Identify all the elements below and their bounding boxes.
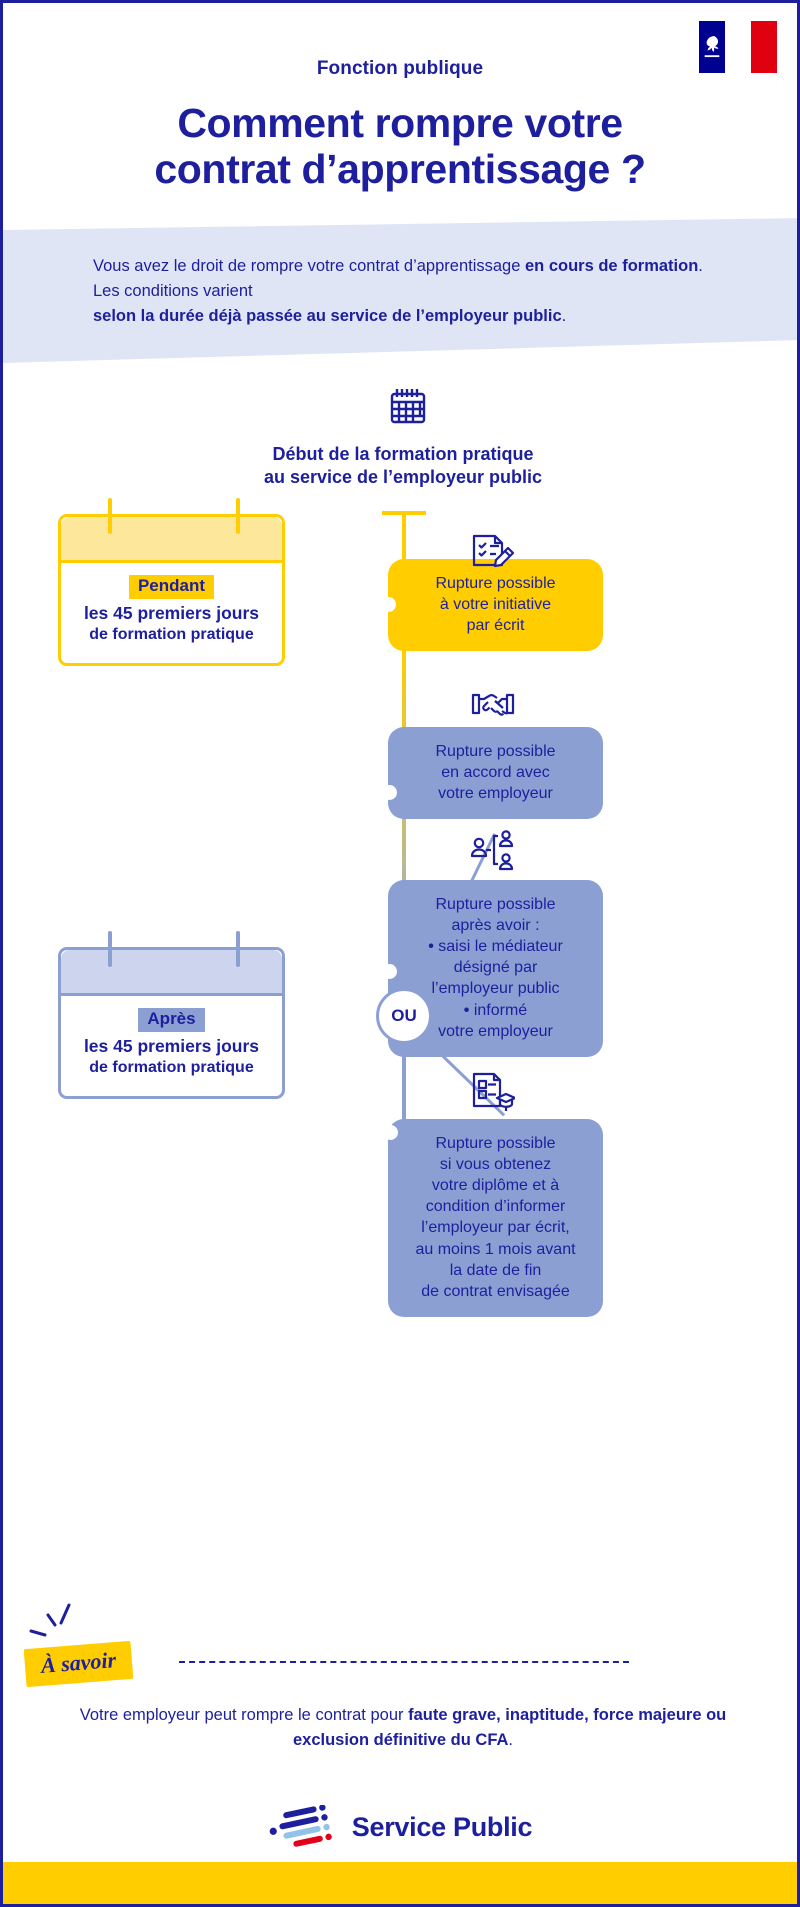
- calendar-icon: [386, 386, 430, 435]
- outcome-line: condition d’informer: [425, 1198, 566, 1216]
- page-title: Comment rompre votre contrat d’apprentis…: [3, 100, 797, 193]
- period-card-header: [61, 517, 282, 563]
- outcome-line: à votre initiative: [439, 596, 552, 614]
- period-card-header: [61, 950, 282, 996]
- period-card-body: Pendant les 45 premiers jours de formati…: [61, 563, 282, 663]
- timeline-start-line1: Début de la formation pratique: [272, 444, 534, 464]
- bullet-line: désigné par: [453, 959, 538, 977]
- outcome-intro2: après avoir :: [451, 917, 540, 935]
- sparkle-icon: [21, 1601, 91, 1661]
- period-card-pendant: Pendant les 45 premiers jours de formati…: [58, 498, 285, 666]
- outcome-bubble-diplome: Rupture possible si vous obtenez votre d…: [383, 1119, 603, 1317]
- service-public-logo-text: Service Public: [351, 1811, 533, 1842]
- outcome-intro1: Rupture possible: [435, 896, 556, 913]
- note-part1: Votre employeur peut rompre le contrat p…: [79, 1706, 409, 1724]
- outcome-line: Rupture possible: [435, 743, 556, 760]
- intro-part2: . Les conditions varient: [93, 257, 703, 301]
- outcome-bullet: • saisi le médiateur: [406, 936, 585, 957]
- outcome-line: de contrat envisagée: [421, 1282, 570, 1300]
- outcome-bullet-cont: votre employeur: [406, 1021, 585, 1042]
- bullet-marker: •: [463, 1001, 470, 1019]
- outcome-bullet: • informé: [406, 1000, 585, 1021]
- calendar-ring: [236, 498, 240, 534]
- page-title-line2: contrat d’apprentissage ?: [154, 145, 646, 192]
- intro-part3: .: [561, 307, 567, 326]
- period-line2: de formation pratique: [89, 1059, 254, 1076]
- bullet-line: votre employeur: [438, 1022, 553, 1040]
- connector-dot: [382, 785, 397, 800]
- bullet-marker: •: [428, 938, 434, 956]
- timeline-start-label: Début de la formation pratique au servic…: [83, 443, 723, 489]
- outcome-line: la date de fin: [449, 1261, 542, 1279]
- calendar-rings: [61, 498, 282, 534]
- calendar-ring: [108, 498, 112, 534]
- a-savoir-badge: À savoir: [23, 1640, 134, 1688]
- calendar-ring: [108, 931, 112, 967]
- outcome-bullet-cont: l’employeur public: [406, 978, 585, 999]
- or-node: OU: [376, 988, 432, 1044]
- outcome-line: l’employeur par écrit,: [421, 1219, 570, 1237]
- intro-band: Vous avez le droit de rompre votre contr…: [3, 218, 797, 363]
- french-flag-icon: [699, 21, 777, 73]
- marianne-silhouette-icon: [704, 36, 720, 58]
- intro-bold2: selon la durée déjà passée au service de…: [93, 307, 562, 326]
- bullet-line: informé: [473, 1001, 528, 1019]
- connector-dot: [383, 1125, 398, 1140]
- outcome-line: votre employeur: [438, 785, 553, 803]
- intro-part1: Vous avez le droit de rompre votre contr…: [93, 257, 525, 275]
- bottom-accent-bar: [3, 1862, 797, 1904]
- calendar-rings: [61, 931, 282, 967]
- period-tag: Pendant: [128, 575, 215, 599]
- period-line1: les 45 premiers jours: [83, 1036, 260, 1056]
- eyebrow-label: Fonction publique: [316, 58, 484, 79]
- signed-document-pen-icon: [469, 532, 515, 581]
- period-card-apres: Après les 45 premiers jours de formation…: [58, 931, 285, 1099]
- outcome-line: votre diplôme et à: [431, 1177, 560, 1195]
- handshake-icon: [471, 687, 515, 730]
- outcome-line: Rupture possible: [435, 1135, 556, 1152]
- connector-dot: [382, 964, 397, 979]
- page-title-line1: Comment rompre votre: [177, 100, 623, 146]
- outcome-bubble-initiative: Rupture possible à votre initiative par …: [381, 559, 603, 652]
- bullet-line: saisi le médiateur: [438, 938, 563, 956]
- outcome-bubble-accord: Rupture possible en accord avec votre em…: [382, 727, 603, 820]
- service-public-logo: Service Public: [3, 1805, 797, 1849]
- outcome-bullet-cont: désigné par: [406, 957, 585, 978]
- dashed-divider: [179, 1661, 629, 1663]
- note-part2: .: [508, 1730, 514, 1749]
- intro-bold1: en cours de formation: [525, 257, 699, 275]
- outcome-line: au moins 1 mois avant: [415, 1240, 576, 1258]
- period-line2: de formation pratique: [89, 626, 254, 643]
- timeline-start-line2: au service de l’employeur public: [263, 467, 543, 488]
- outcome-bubble-mediateur: Rupture possible après avoir : • saisi l…: [382, 880, 603, 1057]
- a-savoir-text: Votre employeur peut rompre le contrat p…: [63, 1703, 743, 1753]
- outcome-line: en accord avec: [441, 764, 550, 782]
- note-bold1: faute grave, inaptitude, force majeure o…: [292, 1706, 727, 1749]
- mediation-people-icon: [469, 829, 517, 876]
- outcome-line: par écrit: [466, 617, 525, 635]
- diploma-graduation-icon: [469, 1071, 517, 1120]
- period-tag: Après: [138, 1008, 205, 1032]
- period-card-body: Après les 45 premiers jours de formation…: [61, 996, 282, 1096]
- connector-dot: [381, 597, 396, 612]
- calendar-ring: [236, 931, 240, 967]
- service-public-logo-mark: [269, 1805, 332, 1847]
- outcome-line: si vous obtenez: [439, 1156, 552, 1174]
- period-line1: les 45 premiers jours: [83, 603, 260, 623]
- bullet-line: l’employeur public: [431, 980, 560, 998]
- intro-band-background: [3, 218, 797, 363]
- outcome-line: Rupture possible: [435, 575, 556, 592]
- intro-text: Vous avez le droit de rompre votre contr…: [93, 254, 733, 329]
- outcome-bullet-list: • saisi le médiateur désigné par l’emplo…: [406, 936, 585, 1042]
